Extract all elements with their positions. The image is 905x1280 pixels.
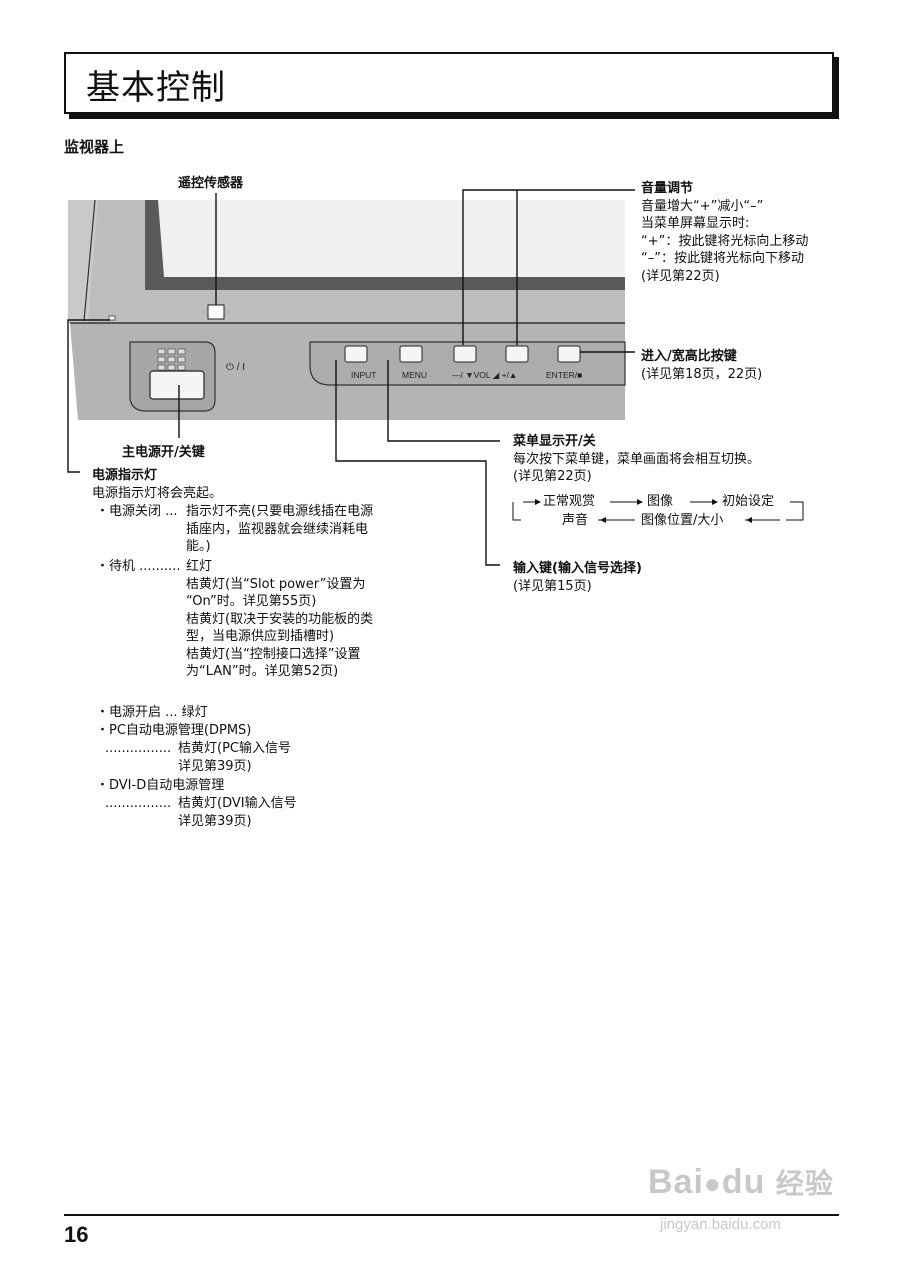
desc-line: 指示灯不亮(只要电源线插在电源 xyxy=(186,504,374,519)
dvi-desc: 桔黄灯(DVI输入信号 详见第39页) xyxy=(178,795,297,830)
desc-line: 桔黄灯(DVI输入信号 xyxy=(178,796,297,811)
page-title: 基本控制 xyxy=(86,68,226,108)
menu-callout: 菜单显示开/关 每次按下菜单键，菜单画面将会相互切换。 (详见第22页) xyxy=(513,433,760,486)
enter-callout: 进入/宽高比按键 (详见第18页，22页) xyxy=(641,348,762,383)
desc-line: 能。) xyxy=(186,539,211,554)
power-on-line: ・电源开启 ... 绿灯 xyxy=(96,705,208,720)
power-indicator-intro: 电源指示灯将会亮起。 xyxy=(92,485,223,501)
page-number: 16 xyxy=(64,1222,89,1247)
desc-line: 红灯 xyxy=(186,559,213,574)
watermark-url: jingyan.baidu.com xyxy=(660,1216,781,1233)
power-symbol: ⏻ / I xyxy=(226,362,246,373)
power-indicator-callout: 电源指示灯 电源指示灯将会亮起。 xyxy=(92,467,222,502)
desc-line: 桔黄灯(当“控制接口选择”设置 xyxy=(186,646,361,662)
input-heading: 输入键(输入信号选择) xyxy=(513,561,642,576)
vol-button-label: —/ ▼VOL ◢ +/▲ xyxy=(452,370,518,380)
menu-line: 每次按下菜单键，菜单画面将会相互切换。 xyxy=(513,451,761,467)
input-callout: 输入键(输入信号选择) (详见第15页) xyxy=(513,560,642,595)
volume-line: (详见第22页) xyxy=(641,268,720,284)
enter-line: (详见第18页，22页) xyxy=(641,366,763,382)
main-power-label: 主电源开/关键 xyxy=(122,445,205,460)
desc-line: 详见第39页) xyxy=(178,813,252,829)
standby-desc: 红灯 桔黄灯(当“Slot power”设置为 “On”时。详见第55页) 桔黄… xyxy=(186,558,373,681)
pc-dots: ................ xyxy=(105,741,172,756)
cycle-item: 正常观赏 xyxy=(543,494,596,509)
input-button-label: INPUT xyxy=(351,370,377,380)
desc-line: 详见第39页) xyxy=(178,758,252,774)
desc-line: “On”时。详见第55页) xyxy=(186,594,317,609)
cycle-item: 图像 xyxy=(647,494,674,509)
power-off-label: ・电源关闭 ... xyxy=(96,504,178,519)
power-off-desc: 指示灯不亮(只要电源线插在电源 插座内，监视器就会继续消耗电 能。) xyxy=(186,503,373,556)
menu-button-label: MENU xyxy=(402,370,428,380)
volume-line: 当菜单屏幕显示时: xyxy=(641,216,750,231)
enter-button-label: ENTER/■ xyxy=(546,370,583,380)
volume-line: “–”：按此键将光标向下移动 xyxy=(641,251,804,266)
desc-line: 桔黄灯(取决于安装的功能板的类 xyxy=(186,611,374,627)
input-line: (详见第15页) xyxy=(513,578,592,594)
desc-line: 插座内，监视器就会继续消耗电 xyxy=(186,521,369,537)
enter-heading: 进入/宽高比按键 xyxy=(641,349,737,364)
volume-line: “+”：按此键将光标向上移动 xyxy=(641,233,809,249)
menu-heading: 菜单显示开/关 xyxy=(513,434,596,449)
dvi-dots: ................ xyxy=(105,796,172,811)
desc-line: 桔黄灯(当“Slot power”设置为 xyxy=(186,576,366,592)
watermark-brand-part: Bai xyxy=(648,1163,704,1201)
pc-desc: 桔黄灯(PC输入信号 详见第39页) xyxy=(178,740,291,775)
menu-line: (详见第22页) xyxy=(513,469,592,484)
power-indicator-heading: 电源指示灯 xyxy=(92,468,158,483)
desc-line: 型，当电源供应到插槽时) xyxy=(186,629,335,644)
desc-line: 为“LAN”时。详见第52页) xyxy=(186,664,339,679)
pc-dpms-label: ・PC自动电源管理(DPMS) xyxy=(96,723,252,738)
cycle-item: 声音 xyxy=(562,513,589,528)
watermark-brand: Bai●du 经验 xyxy=(648,1162,834,1202)
standby-label: ・待机 .......... xyxy=(96,559,181,574)
remote-sensor-label: 遥控传感器 xyxy=(178,176,244,191)
watermark-brand-part: du xyxy=(721,1163,766,1201)
paw-icon: ● xyxy=(703,1168,722,1199)
footer-rule xyxy=(64,1214,839,1216)
section-heading: 监视器上 xyxy=(64,138,125,156)
watermark-cn: 经验 xyxy=(775,1168,834,1199)
cycle-item: 初始设定 xyxy=(722,494,775,509)
volume-line: 音量增大“+”减小“–” xyxy=(641,198,764,214)
title-box: 基本控制 xyxy=(64,52,834,114)
volume-heading: 音量调节 xyxy=(641,181,694,196)
desc-line: 桔黄灯(PC输入信号 xyxy=(178,741,291,756)
volume-callout: 音量调节 音量增大“+”减小“–” 当菜单屏幕显示时: “+”：按此键将光标向上… xyxy=(641,180,808,285)
dvi-label: ・DVI-D自动电源管理 xyxy=(96,778,225,793)
cycle-item: 图像位置/大小 xyxy=(641,513,724,528)
